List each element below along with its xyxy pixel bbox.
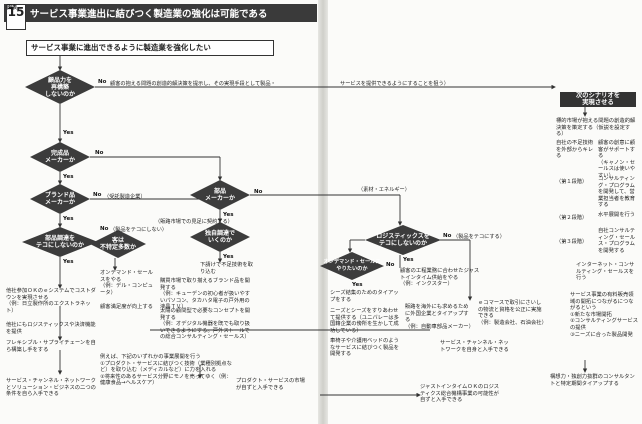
box-esystem-costdown: 他社参加ＯＫのｅシステムでコストダウンを実現させる （例：日立製作所のエクストラ…: [6, 288, 96, 314]
right-panel-title: 次のシナリオを 実現させる: [560, 92, 636, 108]
box-consultant-tieup: 構想力・独創力抜群のコンサルタントと特定期間タイアップする: [550, 374, 635, 387]
header-bar: [4, 4, 317, 22]
box-ecommerce-logistics: ｅコマースで取引にさいしの物流と資格を公正に実施できる （例：製造会社、石油会社…: [478, 300, 547, 326]
decision-rebuild-product-text: 顧品力を 再構築 しないのか: [44, 76, 75, 98]
right-panel-footer: サービス事業の有料販売領域の開拓につながるにつながるという ①新たな市場開拓 ②…: [570, 292, 638, 338]
box-wheelchair-bed: 車椅子や介護用ベッドのようなサービスに結びつく製品を開発する: [330, 338, 399, 358]
decision-own-procurement-text: 独自調達で いくのか: [204, 230, 235, 244]
box-service-channel-solution: サービス・チャンネル・ネットワークとソリューション・ビジネスの二つの条件を自ら入…: [6, 378, 96, 398]
note-no-branded: （受託製造企業）: [104, 194, 146, 200]
box-flexible-supply-chain: フレキシブル・サプライチェーンを自ら構築し手をする: [6, 340, 96, 353]
label-no-top: No: [98, 79, 107, 85]
label-yes-8: Yes: [352, 282, 363, 288]
label-yes-3: Yes: [63, 216, 74, 222]
label-no-3: No: [93, 192, 102, 198]
label-no-4: No: [100, 226, 109, 232]
label-yes-4: Yes: [63, 259, 74, 265]
box-concept-development: 太陽の顧問型で必要なコンセプトを開発する （例：オデジタル機器を既でも取り扱いで…: [160, 308, 251, 341]
right-panel-s3: 自社コンサルティング・セールス・プログラムを開発する: [598, 228, 636, 254]
decision-on-demand-sales-text: オンデマンド・セールス やりたいのか: [323, 259, 381, 272]
label-yes-5: Yes: [223, 212, 234, 218]
decision-logistics-lever: ロジスティックスを テコにしないのか: [365, 225, 441, 255]
box-overseas-tieup: 販路を海外にも求めるために外国企業とタイアップする （例：自動車部品メーカー）: [405, 304, 474, 330]
decision-brand-maker-text: ブランド品 メーカーか: [44, 192, 75, 206]
label-yes-2: Yes: [63, 174, 74, 180]
decision-on-demand-sales: オンデマンド・セールス やりたいのか: [320, 252, 384, 280]
decision-brand-maker: ブランド品 メーカーか: [30, 184, 90, 214]
box-customer-satisfaction: 顧客満足度が向上する: [100, 304, 153, 310]
decision-own-procurement: 独自調達で いくのか: [190, 222, 250, 252]
right-panel-step3: （第３段階）: [556, 239, 588, 245]
label-no-7: No: [386, 262, 395, 268]
decision-unspecified-customers: 客は 不特定多数か: [90, 230, 146, 258]
decision-parts-lever: 部品調達を テコにしないのか: [22, 227, 98, 257]
right-panel-intro: 標的市場が抱える問題の創造的解決策を策定する（仮説を設定する）: [556, 118, 636, 138]
box-on-demand-sales: オンデマンド・セールスをやる （例：デル・コンピュータ）: [100, 270, 153, 296]
box-jit-logistics-business: ジャストインタイムＯＫのロジスティクス総合機構事業の可能性が自ずと入手できる: [420, 384, 500, 404]
note-no-parts-lever: （製品をテコにしない）: [110, 227, 168, 233]
note-no-top: 顧客の抱える問題の創造的解決策を提示し、その実現手段として製品・: [110, 81, 276, 87]
right-panel-s4: インターネット・コンサルティング・セールスを行う: [576, 262, 635, 282]
box-seeds-tieup: シーズ結集のためのタイアップをする: [330, 290, 399, 303]
right-panel-step1: （第１段階）: [556, 179, 588, 185]
decision-rebuild-product: 顧品力を 再構築 しないのか: [25, 70, 95, 104]
page-title: サービス事業進出に結びつく製造業の強化は可能である: [30, 9, 268, 20]
page-gutter: [318, 0, 328, 424]
decision-logistics-lever-text: ロジスティックスを テコにしないのか: [376, 233, 430, 247]
note-no-top-right: サービスを提供できるようにすることを狙う）: [340, 81, 449, 87]
box-service-channel-network: サービス・チャンネル・ネットワークを自身と入手できる: [440, 340, 509, 353]
box-subcontract-tech: 下請けで不足技術を取り込む: [200, 262, 253, 275]
box-product-service-market: プロダクト・サービスの市場が自ずと入手できる: [236, 378, 305, 391]
decision-parts-lever-text: 部品調達を テコにしないのか: [35, 235, 84, 249]
start-box: サービス事業に進出できるように製造業を強化したい: [26, 40, 274, 56]
note-no-product-lever: （製品をテコにする）: [453, 234, 505, 240]
right-panel-s1: コンサルティング・プログラムを開発して、営業担当者を教育する: [598, 176, 636, 209]
note-no-material: （素材・エネルギー）: [358, 187, 410, 193]
figure-badge-label: 図表: [7, 5, 18, 11]
box-logistics-payment: 他社にもロジスティックスや決済機能を提供: [6, 322, 96, 335]
label-yes-6: Yes: [223, 254, 234, 260]
decision-unspecified-customers-text: 客は 不特定多数か: [99, 237, 136, 251]
decision-finished-goods-maker-text: 完成品 メーカーか: [44, 150, 75, 164]
decision-parts-maker: 部品 メーカーか: [190, 180, 250, 210]
decision-finished-goods-maker: 完成品 メーカーか: [30, 142, 90, 172]
label-no-5: No: [254, 189, 263, 195]
box-business-development-examples: 例えば、下記のいずれかの事業展開を行う ①プロダクト・サービスに結びつく技術（業…: [100, 354, 232, 387]
label-no-2: No: [95, 150, 104, 156]
label-no-6: No: [443, 233, 452, 239]
label-yes-7: Yes: [403, 257, 414, 263]
right-panel-col1: 自社の不足技術を外部からキレる: [556, 140, 594, 160]
right-panel-s2: 水平展開を行う: [598, 212, 636, 218]
label-yes-1: Yes: [63, 130, 74, 136]
box-needs-seeds-match: ニーズとシーズをすりあわせて提供する（ユニバレーは多国籍企業の傍所を生かして成功…: [330, 308, 399, 334]
box-brand-product-development: 購買市場で取り揃えるブランド品を開発する （例：キューデンの初心者が扱いやすいパ…: [160, 278, 251, 311]
right-panel-col2: 顧客の創意に顧客がサポートする （キャノン・セールスは使いやすい）: [598, 140, 636, 179]
figure-badge: 図表 15: [6, 4, 26, 30]
note-no-parts-sales: （販路市場での見足に契約する）: [155, 219, 233, 225]
box-just-in-time-supply: 顧客の工程業務に合わせたジャストインタイム供給をやる （例：インクスター）: [400, 268, 480, 288]
right-panel-step2: （第２段階）: [556, 215, 588, 221]
figure-badge-number: 15: [7, 5, 25, 19]
decision-parts-maker-text: 部品 メーカーか: [204, 188, 235, 202]
